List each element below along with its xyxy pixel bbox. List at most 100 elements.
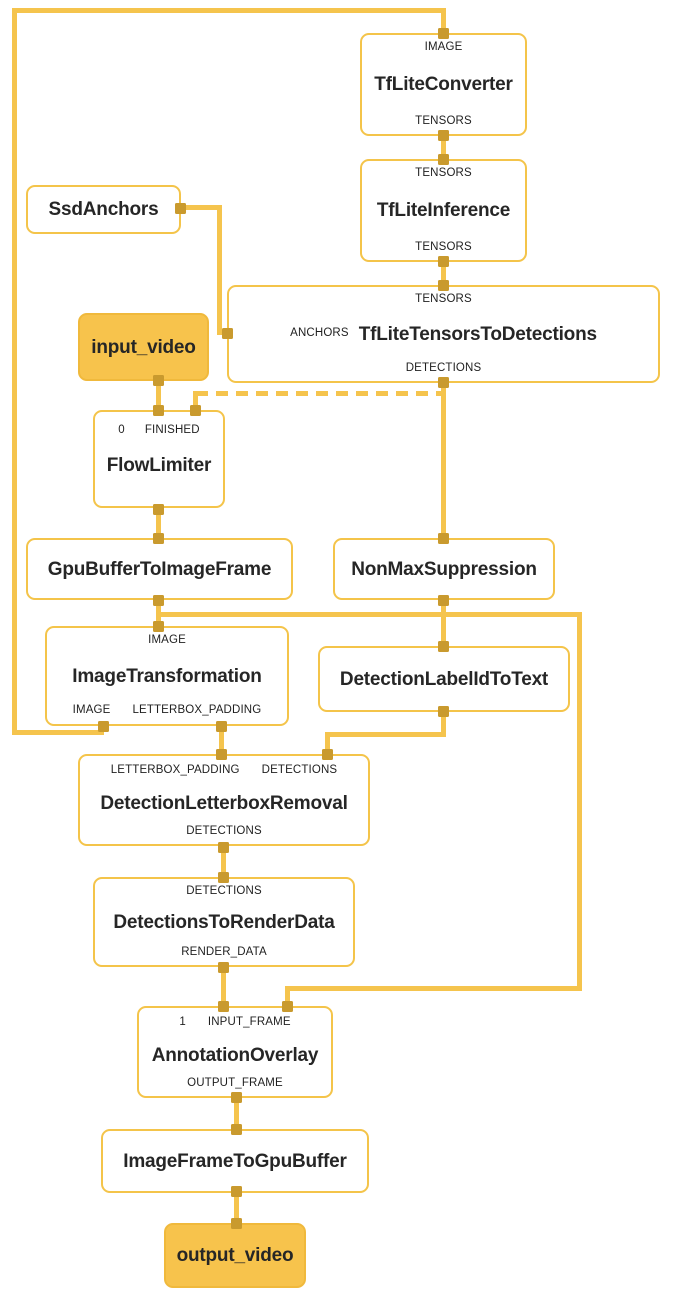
edge-t2d-to-nms bbox=[441, 380, 446, 538]
node-title: GpuBufferToImageFrame bbox=[47, 558, 272, 580]
node-title: FlowLimiter bbox=[106, 454, 212, 476]
edge-left-bus-vertical bbox=[12, 8, 17, 735]
port-label-image-out: IMAGE bbox=[72, 703, 111, 716]
edge-labelid-down bbox=[441, 708, 446, 735]
node-title: TfLiteInference bbox=[376, 200, 511, 221]
port-label-render-data-out: RENDER_DATA bbox=[181, 945, 267, 958]
node-annotation-overlay[interactable]: 1 INPUT_FRAME AnnotationOverlay OUTPUT_F… bbox=[137, 1006, 333, 1098]
edge-labelid-into-removal bbox=[325, 732, 330, 754]
port-overlay-1-in bbox=[218, 1001, 229, 1012]
port-flowlimiter-0-in bbox=[153, 405, 164, 416]
edge-overlay-inputframe-drop bbox=[285, 986, 290, 1008]
port-converter-image-in bbox=[438, 28, 449, 39]
port-outputvideo-in bbox=[231, 1218, 242, 1229]
port-converter-tensors-out bbox=[438, 130, 449, 141]
port-label-detections-out: DETECTIONS bbox=[186, 824, 262, 837]
node-title: TfLiteConverter bbox=[374, 74, 513, 95]
port-label-1-in: 1 bbox=[179, 1016, 186, 1028]
node-title: input_video bbox=[91, 336, 196, 358]
port-label-detections-out: DETECTIONS bbox=[405, 361, 482, 374]
port-flowlimiter-out bbox=[153, 504, 164, 515]
edge-anchors-out bbox=[180, 205, 222, 210]
edge-inputvideo-to-flowlimiter bbox=[156, 378, 161, 410]
port-removal-out bbox=[218, 842, 229, 853]
edge-right-bus-vertical bbox=[577, 612, 582, 990]
node-input-video[interactable]: input_video bbox=[78, 313, 209, 381]
node-ssd-anchors[interactable]: SsdAnchors bbox=[26, 185, 181, 234]
edge-render-to-overlay bbox=[221, 965, 226, 1007]
node-non-max-suppression[interactable]: NonMaxSuppression bbox=[333, 538, 555, 600]
port-label-detections-in: DETECTIONS bbox=[261, 764, 338, 776]
edge-finished-dashed bbox=[196, 391, 444, 396]
node-title: AnnotationOverlay bbox=[151, 1044, 319, 1066]
port-labelid-in bbox=[438, 641, 449, 652]
edge-flowlimiter-to-gpubuffer bbox=[156, 508, 161, 538]
port-label-tensors-out: TENSORS bbox=[415, 240, 472, 253]
port-labelid-out bbox=[438, 706, 449, 717]
edge-nms-to-labelid bbox=[441, 598, 446, 646]
node-tflite-converter[interactable]: IMAGE TfLiteConverter TENSORS bbox=[360, 33, 527, 136]
port-label-letterbox-padding-in: LETTERBOX_PADDING bbox=[110, 764, 240, 776]
edge-finished-drop bbox=[193, 391, 198, 411]
node-detection-labelid-to-text[interactable]: DetectionLabelIdToText bbox=[318, 646, 570, 712]
port-t2d-detections-out bbox=[438, 377, 449, 388]
port-gpubuffer-in bbox=[153, 533, 164, 544]
node-title: ImageTransformation bbox=[72, 665, 262, 687]
port-imagetransform-image-in bbox=[153, 621, 164, 632]
port-removal-pad-in bbox=[216, 749, 227, 760]
port-label-finished-in: FINISHED bbox=[144, 424, 200, 436]
port-gpubuffer-out bbox=[153, 595, 164, 606]
edge-inference-to-t2d bbox=[441, 258, 446, 288]
port-imageframe-gpu-out bbox=[231, 1186, 242, 1197]
edge-converter-image-drop bbox=[441, 8, 446, 36]
port-flowlimiter-finished-in bbox=[190, 405, 201, 416]
node-flow-limiter[interactable]: 0 FINISHED FlowLimiter bbox=[93, 410, 225, 508]
node-title: DetectionLabelIdToText bbox=[339, 668, 549, 690]
edge-gpubuffer-branch-right bbox=[156, 612, 582, 617]
port-label-letterbox-padding-out: LETTERBOX_PADDING bbox=[132, 703, 262, 716]
port-inference-tensors-in bbox=[438, 154, 449, 165]
port-nms-in bbox=[438, 533, 449, 544]
edge-left-bus-bottom bbox=[12, 730, 104, 735]
edge-left-bus-top bbox=[12, 8, 446, 13]
port-removal-detections-in bbox=[322, 749, 333, 760]
node-title: DetectionsToRenderData bbox=[113, 911, 335, 933]
edge-overlay-to-gpubuffer bbox=[234, 1095, 239, 1129]
port-label-0-in: 0 bbox=[118, 424, 125, 436]
node-gpubuffer-to-imageframe[interactable]: GpuBufferToImageFrame bbox=[26, 538, 293, 600]
port-imagetransform-pad-out bbox=[216, 721, 227, 732]
node-tflite-tensors-to-detections[interactable]: TENSORS ANCHORS TfLiteTensorsToDetection… bbox=[227, 285, 660, 383]
port-overlay-inputframe-in bbox=[282, 1001, 293, 1012]
port-ssdanchors-out bbox=[175, 203, 186, 214]
port-nms-out bbox=[438, 595, 449, 606]
node-tflite-inference[interactable]: TENSORS TfLiteInference TENSORS bbox=[360, 159, 527, 262]
node-title: ImageFrameToGpuBuffer bbox=[123, 1150, 347, 1172]
port-imagetransform-image-out bbox=[98, 721, 109, 732]
port-label-detections-in: DETECTIONS bbox=[186, 885, 262, 897]
node-title: output_video bbox=[176, 1245, 294, 1266]
node-title: SsdAnchors bbox=[48, 199, 159, 220]
port-label-tensors-in: TENSORS bbox=[415, 293, 472, 305]
node-detection-letterbox-removal[interactable]: LETTERBOX_PADDING DETECTIONS DetectionLe… bbox=[78, 754, 370, 846]
port-label-tensors-out: TENSORS bbox=[415, 114, 472, 127]
port-t2d-anchors-in bbox=[222, 328, 233, 339]
port-label-input-frame-in: INPUT_FRAME bbox=[207, 1016, 291, 1028]
node-image-transformation[interactable]: IMAGE ImageTransformation IMAGE LETTERBO… bbox=[45, 626, 289, 726]
edge-anchors-down bbox=[217, 205, 222, 333]
port-label-image-in: IMAGE bbox=[424, 41, 463, 53]
node-output-video[interactable]: output_video bbox=[164, 1223, 306, 1288]
edge-padding-to-removal bbox=[219, 724, 224, 756]
node-title: DetectionLetterboxRemoval bbox=[100, 792, 348, 814]
node-detections-to-render-data[interactable]: DETECTIONS DetectionsToRenderData RENDER… bbox=[93, 877, 355, 967]
edge-right-bus-to-overlay bbox=[285, 986, 582, 991]
port-inputvideo-out bbox=[153, 375, 164, 386]
port-t2d-tensors-in bbox=[438, 280, 449, 291]
node-title: NonMaxSuppression bbox=[351, 558, 537, 580]
node-imageframe-to-gpubuffer[interactable]: ImageFrameToGpuBuffer bbox=[101, 1129, 369, 1193]
edge-gpubuffer-to-output bbox=[234, 1188, 239, 1224]
port-label-tensors-in: TENSORS bbox=[415, 167, 472, 179]
port-imageframe-gpu-in bbox=[231, 1124, 242, 1135]
port-overlay-out bbox=[231, 1092, 242, 1103]
port-render-detections-in bbox=[218, 872, 229, 883]
